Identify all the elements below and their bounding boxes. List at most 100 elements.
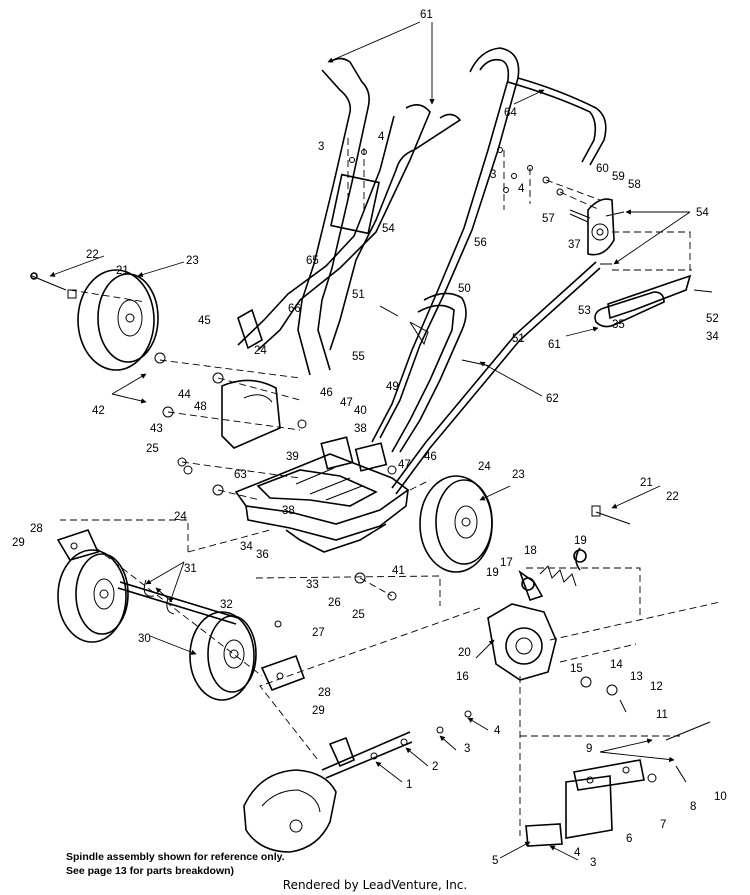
reference-note: Spindle assembly shown for reference onl…	[66, 850, 285, 878]
callout-label: 60	[596, 163, 609, 175]
callout-label: 2	[432, 761, 438, 773]
callout-label: 56	[474, 237, 487, 249]
callout-label: 24	[174, 511, 187, 523]
note-line: Spindle assembly shown for reference onl…	[66, 851, 285, 863]
wheel-upper-left	[77, 269, 159, 371]
callout-label: 37	[568, 239, 581, 251]
callout-label: 21	[640, 477, 653, 489]
callout-label: 45	[198, 315, 211, 327]
callout-label: 13	[630, 671, 643, 683]
callout-label: 3	[464, 743, 470, 755]
wheel-lower-left	[57, 549, 129, 643]
callout-label: 3	[590, 857, 596, 869]
callout-label: 34	[706, 331, 719, 343]
main-frame	[234, 436, 410, 553]
callout-label: 24	[254, 345, 267, 357]
callout-label: 42	[92, 405, 105, 417]
shield-plates	[525, 759, 645, 847]
callout-label: 25	[352, 609, 365, 621]
callout-label: 40	[354, 405, 367, 417]
callout-label: 21	[116, 265, 129, 277]
callout-label: 22	[86, 249, 99, 261]
callout-label: 20	[458, 647, 471, 659]
callout-label: 61	[420, 9, 433, 21]
callout-label: 32	[220, 599, 233, 611]
callout-label: 49	[386, 381, 399, 393]
callout-label: 3	[490, 169, 496, 181]
callout-label: 11	[656, 709, 668, 721]
callout-label: 19	[486, 567, 499, 579]
callout-label: 55	[352, 351, 365, 363]
callout-label: 18	[524, 545, 537, 557]
callout-label: 51	[512, 333, 525, 345]
callout-labels: 61 64 3 4 60 59 58 54 3 4 57 37 54 56 65…	[12, 9, 727, 869]
callout-label: 36	[256, 549, 269, 561]
callout-label: 24	[478, 461, 491, 473]
control-rod	[391, 261, 601, 495]
assembly-lines	[60, 138, 721, 836]
callout-label: 61	[548, 339, 561, 351]
callout-label: 4	[518, 183, 525, 195]
callout-label: 41	[392, 565, 405, 577]
wheel-right	[419, 475, 493, 573]
hardware	[30, 147, 713, 783]
tension-bracket	[569, 198, 692, 328]
callout-label: 65	[306, 255, 319, 267]
callout-label: 38	[282, 505, 295, 517]
spring-assembly	[521, 549, 587, 591]
callout-label: 46	[320, 387, 333, 399]
callout-label: 3	[318, 141, 324, 153]
callout-label: 52	[706, 313, 719, 325]
callout-label: 26	[328, 597, 341, 609]
callout-label: 1	[406, 779, 412, 791]
callout-label: 54	[696, 207, 709, 219]
callout-label: 25	[146, 443, 159, 455]
callout-label: 62	[546, 393, 559, 405]
callout-label: 38	[354, 423, 367, 435]
callout-label: 5	[492, 855, 498, 867]
callout-label: 59	[612, 171, 625, 183]
callout-label: 8	[690, 801, 696, 813]
spindle-assembly	[243, 731, 413, 853]
callout-label: 6	[626, 833, 632, 845]
callout-label: 23	[186, 255, 199, 267]
callout-label: 4	[494, 725, 501, 737]
callout-label: 44	[178, 389, 191, 401]
handle-left-lower	[237, 104, 431, 351]
note-line: See page 13 for parts breakdown)	[66, 865, 235, 877]
callout-label: 30	[138, 633, 151, 645]
callout-label: 23	[512, 469, 525, 481]
callout-label: 7	[660, 819, 666, 831]
callout-label: 54	[382, 223, 395, 235]
callout-label: 34	[240, 541, 253, 553]
callout-label: 35	[612, 319, 625, 331]
callout-label: 57	[542, 213, 555, 225]
callout-label: 22	[666, 491, 679, 503]
callout-label: 29	[12, 537, 25, 549]
callout-label: 10	[714, 791, 727, 803]
callout-label: 12	[650, 681, 663, 693]
handle-right-frame	[371, 47, 607, 453]
callout-label: 47	[340, 397, 353, 409]
callout-label: 63	[234, 469, 247, 481]
callout-label: 27	[312, 627, 325, 639]
callout-label: 58	[628, 179, 641, 191]
callout-label: 14	[610, 659, 623, 671]
callout-label: 53	[578, 305, 591, 317]
callout-label: 29	[312, 705, 325, 717]
leader-lines	[49, 21, 691, 861]
callout-label: 4	[378, 131, 385, 143]
callout-label: 50	[458, 283, 471, 295]
callout-label: 51	[352, 289, 365, 301]
callout-label: 16	[456, 671, 469, 683]
callout-label: 9	[586, 743, 592, 755]
footer-credit: Rendered by LeadVenture, Inc.	[282, 878, 468, 892]
callout-label: 15	[570, 663, 583, 675]
callout-label: 64	[504, 107, 517, 119]
callout-label: 66	[288, 303, 301, 315]
axle	[117, 579, 239, 625]
callout-label: 39	[286, 451, 299, 463]
callout-label: 28	[30, 523, 43, 535]
callout-label: 33	[306, 579, 319, 591]
